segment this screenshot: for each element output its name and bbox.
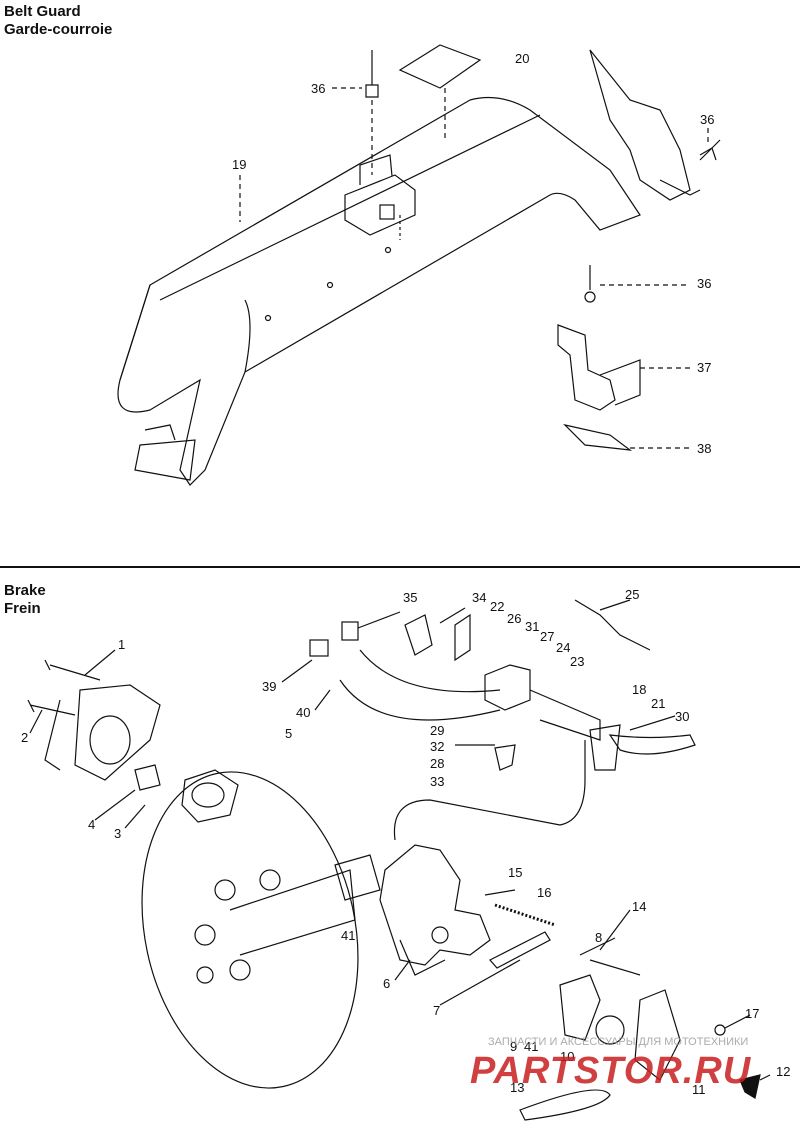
- callout-35: 35: [403, 590, 418, 605]
- brake-title-fr: Frein: [4, 600, 41, 617]
- callout-31: 31: [525, 619, 540, 634]
- callout-24: 24: [556, 640, 571, 655]
- callout-39: 39: [262, 679, 277, 694]
- callout-18: 18: [632, 682, 647, 697]
- callout-30: 30: [675, 709, 690, 724]
- watermark-subtitle: ЗАПЧАСТИ И АКСЕССУАРЫ ДЛЯ МОТОТЕХНИКИ: [488, 1036, 749, 1048]
- callout-13: 13: [510, 1080, 525, 1095]
- callout-8: 8: [595, 930, 603, 945]
- pad-holder-part: [44, 684, 239, 823]
- bolts-part: [27, 659, 101, 716]
- brake-title-en: Brake: [4, 582, 46, 599]
- callout-33: 33: [430, 774, 445, 789]
- callout-27: 27: [540, 629, 555, 644]
- lower-parts: [519, 959, 761, 1121]
- callout-15: 15: [508, 865, 523, 880]
- callout-23: 23: [570, 654, 585, 669]
- belt-guard-title-en: Belt Guard: [4, 3, 81, 20]
- callout-26: 26: [507, 611, 522, 626]
- callout-36: 36: [697, 276, 712, 291]
- bracket-top-part: [344, 50, 416, 240]
- callout-9: 9: [510, 1039, 518, 1054]
- belt-guard-title: Belt Guard Garde-courroie: [4, 3, 112, 39]
- section-divider: [0, 566, 800, 568]
- callout-29: 29: [430, 723, 445, 738]
- callout-1: 1: [118, 637, 126, 652]
- callout-14: 14: [632, 899, 647, 914]
- callout-2: 2: [21, 730, 29, 745]
- belt-guard-title-fr: Garde-courroie: [4, 21, 113, 38]
- belt-guard-part: [117, 96, 641, 486]
- cable-part: [339, 649, 586, 841]
- callout-28: 28: [430, 756, 445, 771]
- callout-40: 40: [296, 705, 311, 720]
- label-20-part: [398, 44, 482, 140]
- callout-36: 36: [700, 112, 715, 127]
- callout-36: 36: [311, 81, 326, 96]
- leader-lines-top: [239, 87, 709, 449]
- leader-lines-bottom: [29, 599, 771, 1081]
- callout-12: 12: [776, 1064, 791, 1079]
- callout-5: 5: [285, 726, 293, 741]
- callout-32: 32: [430, 739, 445, 754]
- callout-6: 6: [383, 976, 391, 991]
- callout-7: 7: [433, 1003, 441, 1018]
- callout-41: 41: [524, 1039, 539, 1054]
- callout-17: 17: [745, 1006, 760, 1021]
- callout-19: 19: [232, 157, 247, 172]
- callout-4: 4: [88, 817, 96, 832]
- brake-title: Brake Frein: [4, 582, 46, 618]
- callout-34: 34: [472, 590, 487, 605]
- caliper-part: [334, 844, 491, 976]
- callout-25: 25: [625, 587, 640, 602]
- spring-and-bar-part: [489, 903, 556, 969]
- brake-disc-part: [141, 771, 359, 1089]
- callout-22: 22: [490, 599, 505, 614]
- callout-10: 10: [560, 1049, 575, 1064]
- callout-20: 20: [515, 51, 530, 66]
- callout-38: 38: [697, 441, 712, 456]
- watermark-logo: PARTSTOR.RU: [470, 1050, 752, 1092]
- lever-assembly-part: [309, 599, 696, 771]
- callout-16: 16: [537, 885, 552, 900]
- callout-37: 37: [697, 360, 712, 375]
- callout-11: 11: [692, 1082, 706, 1097]
- callout-21: 21: [651, 696, 666, 711]
- callout-3: 3: [114, 826, 122, 841]
- bracket-right-part: [557, 49, 721, 451]
- callout-41: 41: [341, 928, 356, 943]
